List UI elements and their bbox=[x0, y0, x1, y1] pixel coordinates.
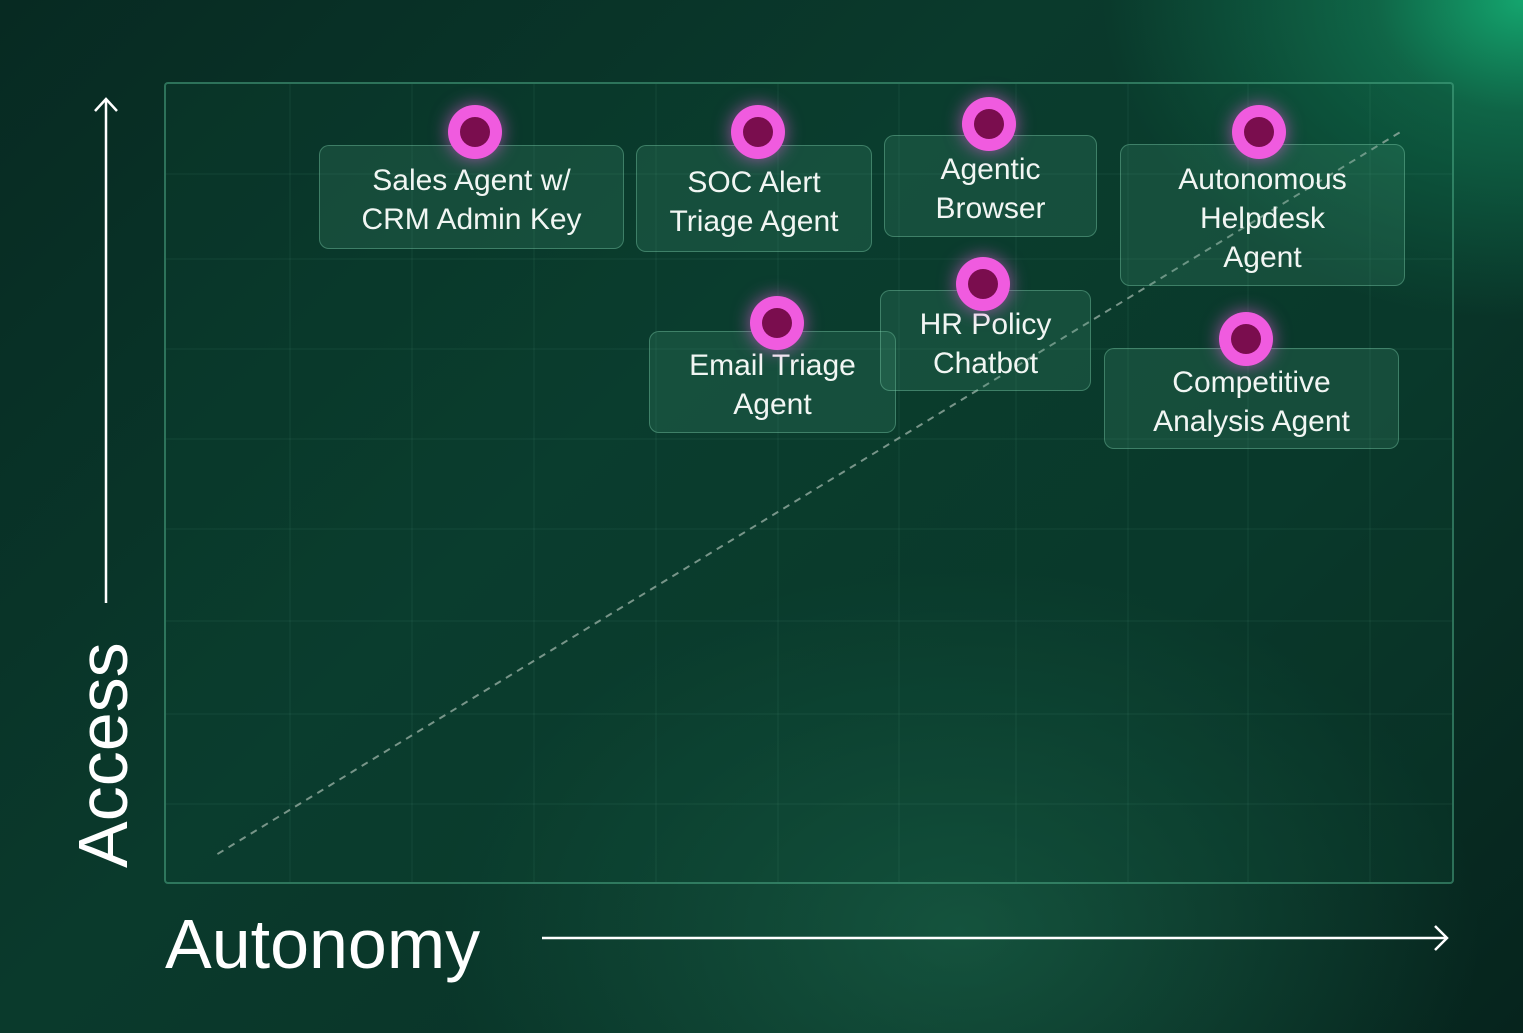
chart-canvas bbox=[166, 84, 1452, 882]
point-label-text: Sales Agent w/ CRM Admin Key bbox=[361, 164, 582, 236]
x-axis-label: Autonomy bbox=[165, 905, 481, 983]
data-point-marker bbox=[730, 104, 785, 159]
point-label-text: Agentic Browser bbox=[935, 153, 1046, 225]
data-point-marker bbox=[749, 296, 804, 351]
point-label-card: Agentic Browser bbox=[884, 135, 1097, 237]
point-label-text: HR Policy Chatbot bbox=[919, 307, 1052, 380]
data-point-marker bbox=[955, 256, 1010, 311]
point-label-card: Autonomous Helpdesk Agent bbox=[1120, 144, 1405, 286]
point-label-text: Autonomous Helpdesk Agent bbox=[1178, 162, 1347, 274]
point-label-card: Sales Agent w/ CRM Admin Key bbox=[319, 145, 624, 249]
data-point-marker bbox=[447, 104, 502, 159]
y-axis-label: Access bbox=[64, 642, 142, 868]
point-label-text: Email Triage Agent bbox=[689, 349, 856, 421]
data-point-marker bbox=[962, 96, 1017, 151]
point-label-card: SOC Alert Triage Agent bbox=[636, 145, 872, 252]
y-axis-arrowhead bbox=[94, 97, 118, 112]
plot-area bbox=[164, 82, 1454, 884]
data-point-marker bbox=[1232, 104, 1287, 159]
reference-dashed-line bbox=[216, 131, 1402, 855]
x-axis-arrowhead bbox=[1434, 925, 1449, 951]
point-label-text: SOC Alert Triage Agent bbox=[669, 165, 839, 238]
point-label-card: HR Policy Chatbot bbox=[880, 290, 1091, 391]
data-point-marker bbox=[1219, 312, 1274, 367]
point-label-text: Competitive Analysis Agent bbox=[1153, 365, 1350, 438]
